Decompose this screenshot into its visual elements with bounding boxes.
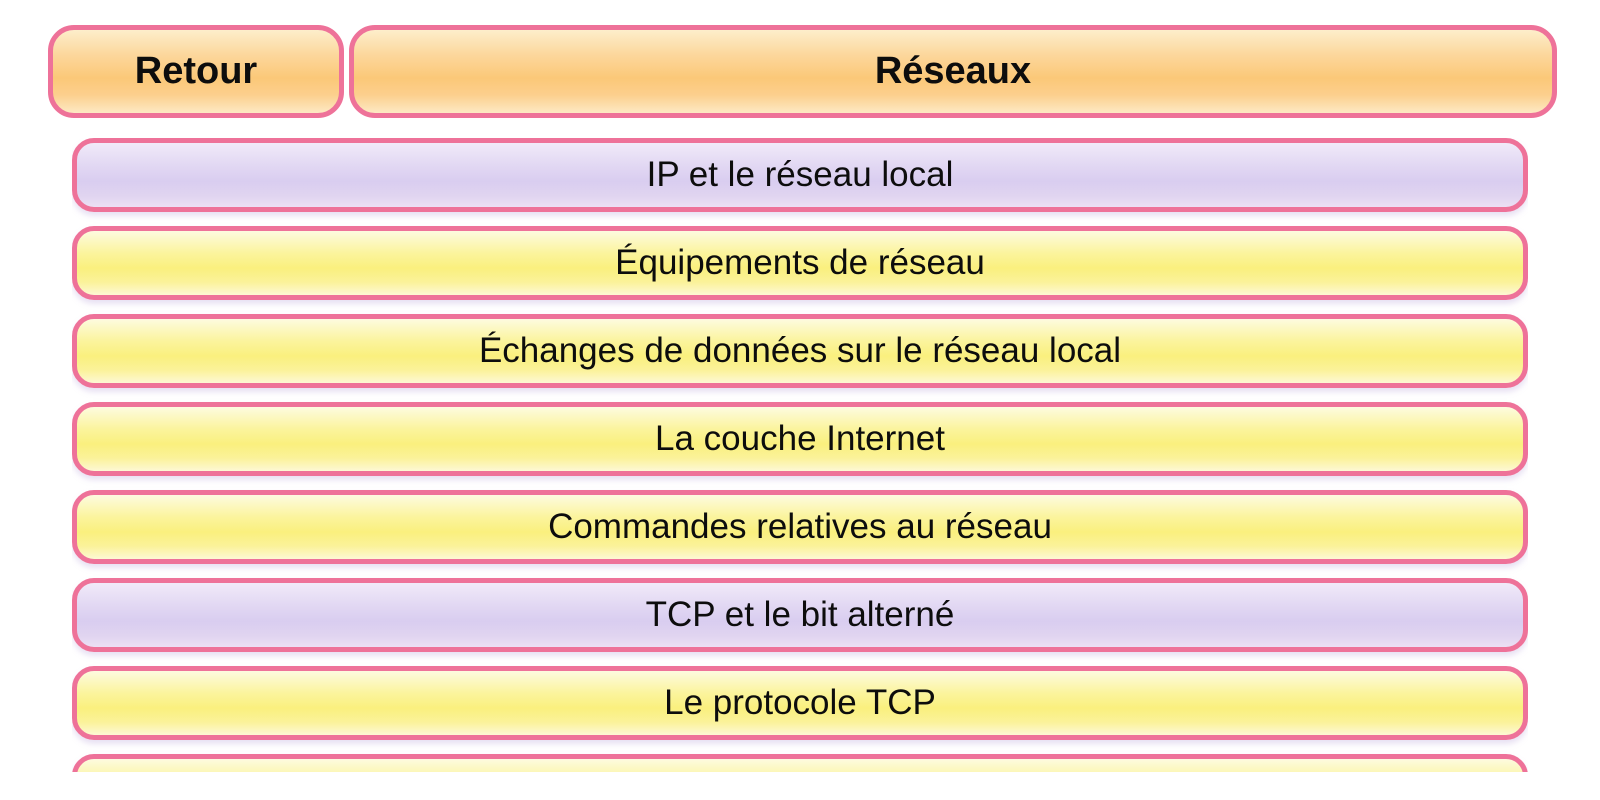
list-item-label: Équipements de réseau	[615, 243, 985, 282]
list-item-tcp-bit-alterne[interactable]: TCP et le bit alterné	[72, 578, 1528, 652]
list-item-label: Le protocole TCP	[664, 683, 936, 722]
list-item-label: TCP et le bit alterné	[645, 595, 955, 634]
list-item-partial-bottom[interactable]	[72, 754, 1528, 772]
list-item-ip-reseau-local[interactable]: IP et le réseau local	[72, 138, 1528, 212]
list-item-label: Échanges de données sur le réseau local	[478, 331, 1122, 370]
back-button[interactable]: Retour	[48, 25, 344, 118]
page-title-label: Réseaux	[874, 50, 1032, 92]
back-button-label: Retour	[134, 50, 258, 92]
list-item-couche-internet[interactable]: La couche Internet	[72, 402, 1528, 476]
list-item-label: IP et le réseau local	[646, 155, 954, 194]
list-item-commandes-reseau[interactable]: Commandes relatives au réseau	[72, 490, 1528, 564]
chapter-list: IP et le réseau local Équipements de rés…	[72, 138, 1528, 772]
list-item-echanges-donnees[interactable]: Échanges de données sur le réseau local	[72, 314, 1528, 388]
header: Retour Réseaux	[48, 25, 1557, 118]
list-item-protocole-tcp[interactable]: Le protocole TCP	[72, 666, 1528, 740]
page-title: Réseaux	[349, 25, 1557, 118]
list-item-label: Commandes relatives au réseau	[548, 507, 1052, 546]
list-item-equipements-reseau[interactable]: Équipements de réseau	[72, 226, 1528, 300]
list-item-label: La couche Internet	[655, 419, 945, 458]
